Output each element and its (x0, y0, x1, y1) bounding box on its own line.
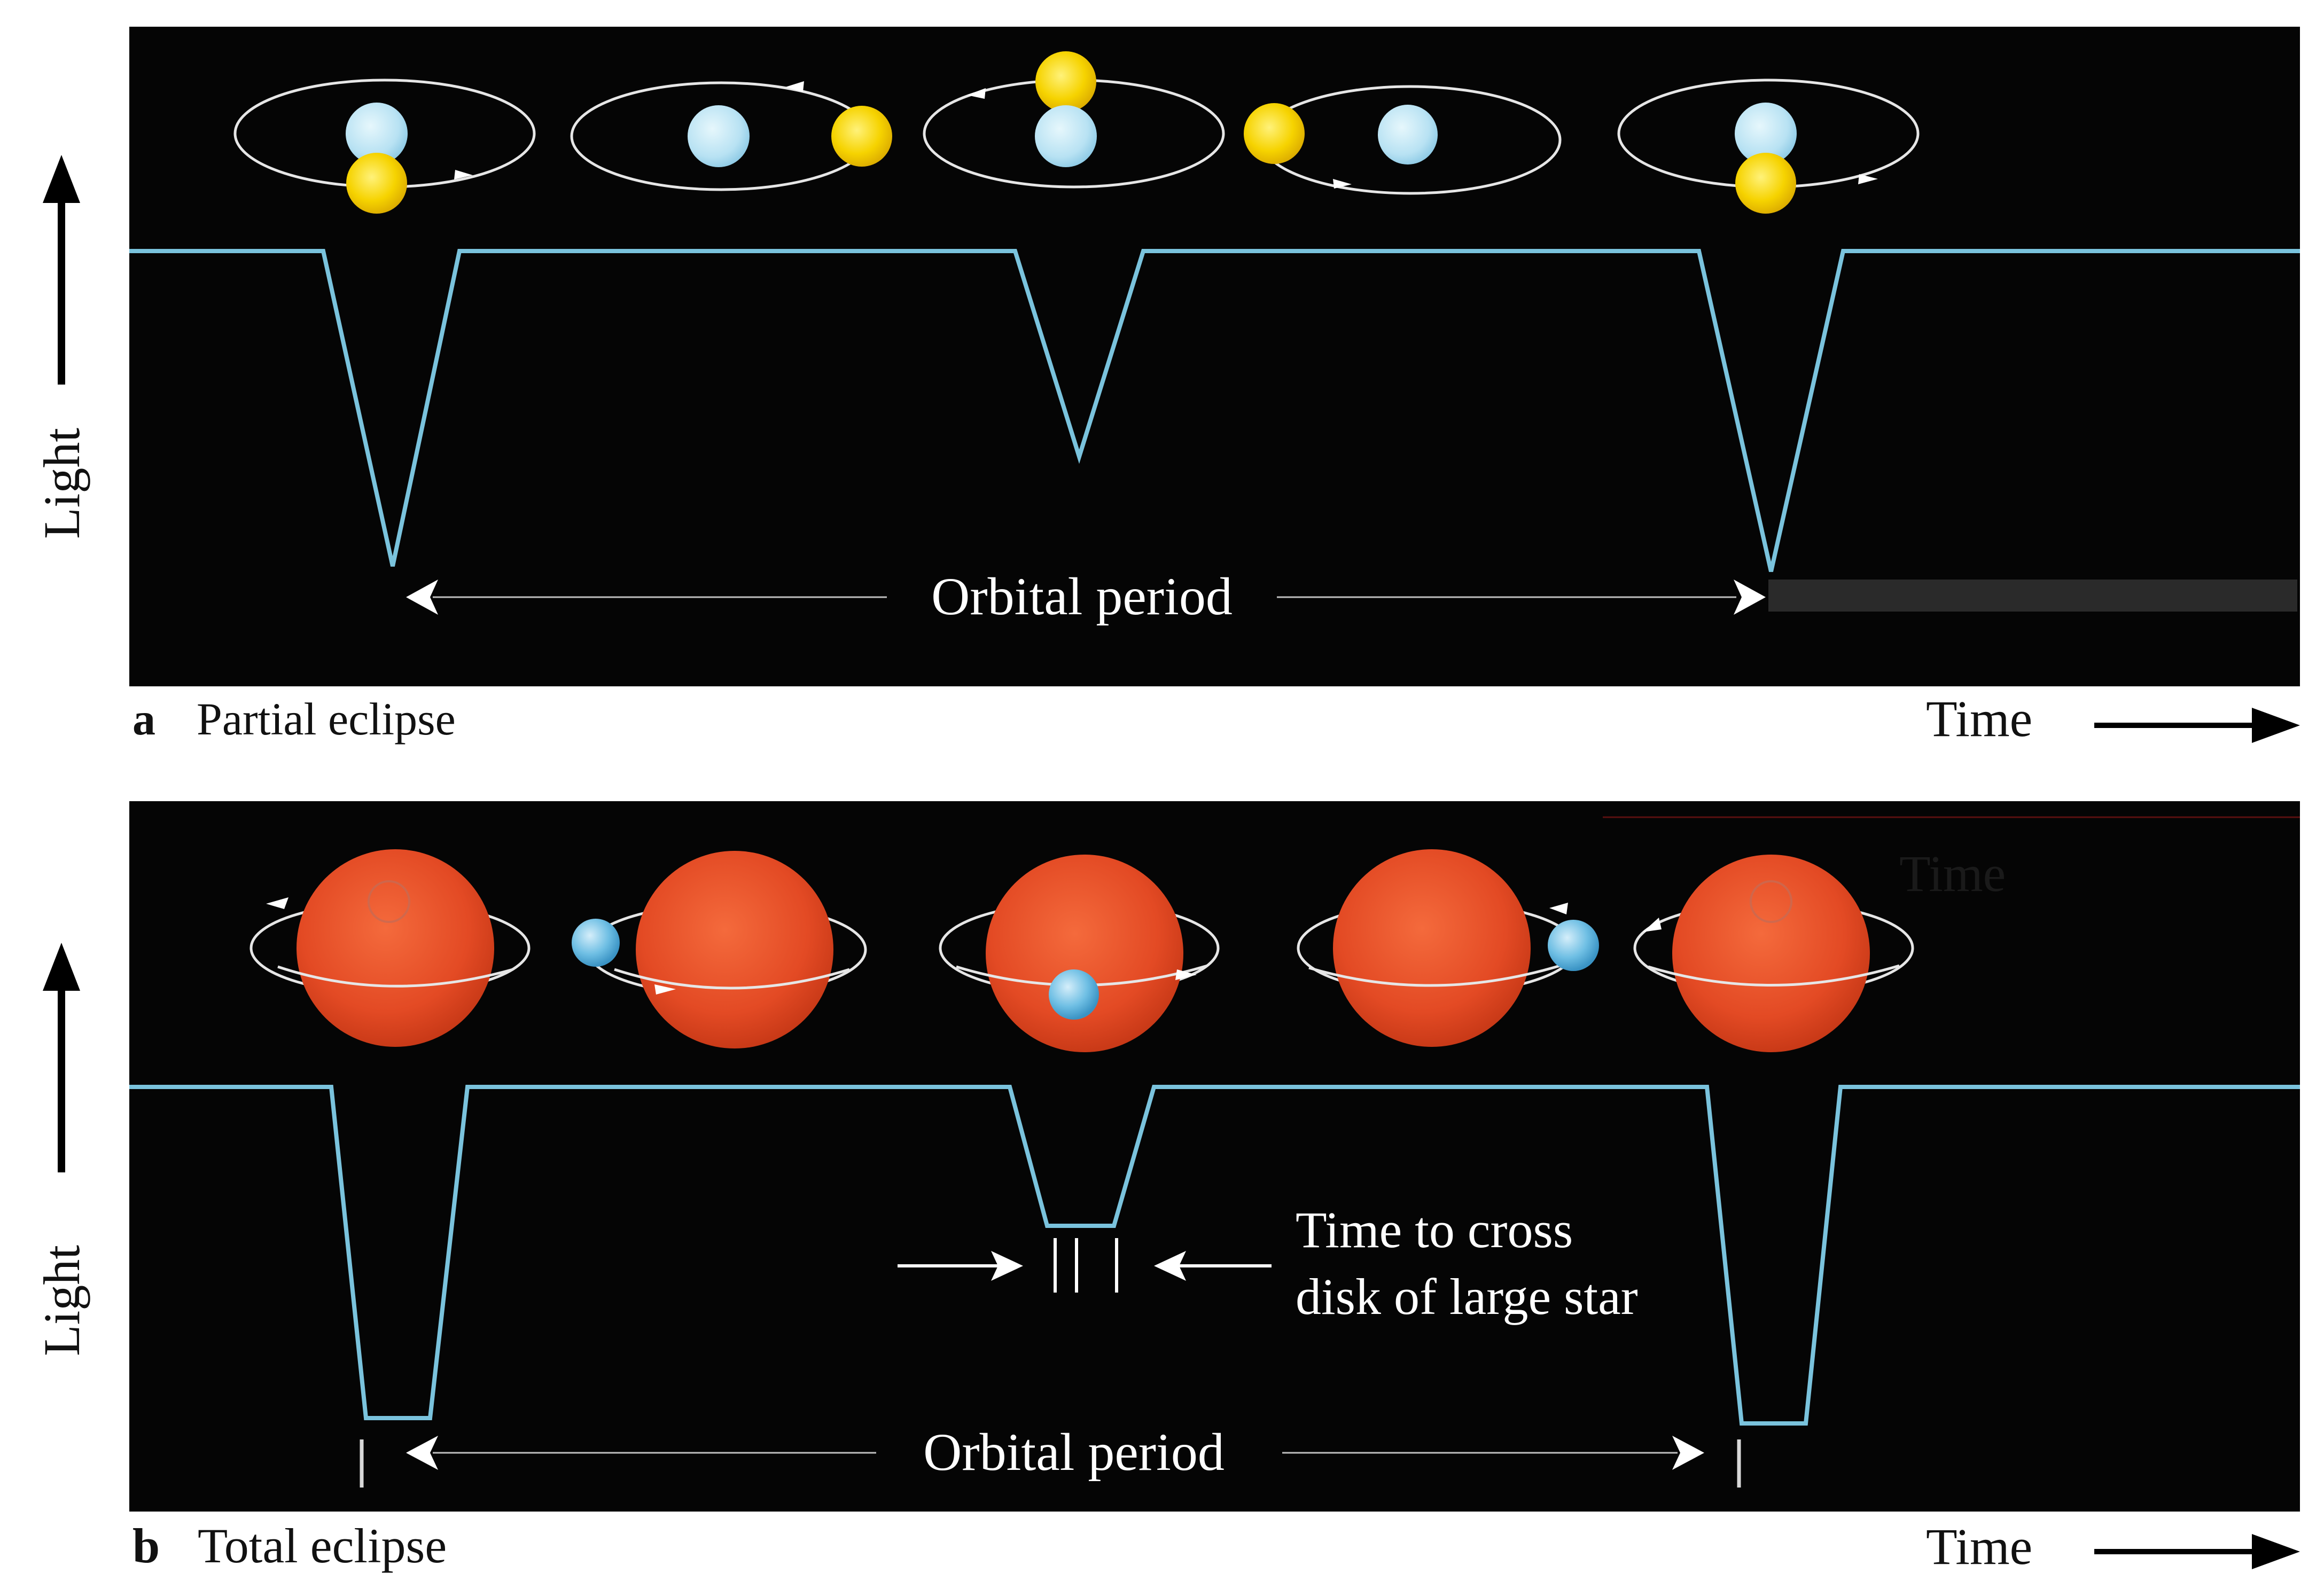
blue-star (346, 103, 408, 165)
panel-a-period-label: Orbital period (931, 567, 1233, 626)
panel-b-cross-marker: Time to cross disk of large star (898, 1201, 1638, 1325)
right-arrowhead-icon (1734, 580, 1766, 615)
blue-star (1378, 105, 1438, 165)
blue-star (688, 105, 750, 167)
small-blue-star-behind (368, 880, 410, 923)
right-arrow-icon (2252, 708, 2300, 743)
panel-a-background (129, 27, 2300, 686)
blue-star (1735, 103, 1797, 165)
red-giant-star (636, 851, 833, 1048)
panel-a-y-axis: Light (33, 155, 90, 539)
red-giant-star (1672, 855, 1870, 1052)
panel-a-orbit-3 (923, 51, 1225, 189)
yellow-star (831, 106, 892, 167)
panel-b-faint-label: Time (1899, 845, 2006, 902)
blue-star (1035, 105, 1097, 167)
panel-b-period-arrow: Orbital period (360, 1422, 1741, 1488)
panel-b-light-curve (129, 1085, 2300, 1426)
panel-b-background (129, 801, 2300, 1512)
right-arrow-icon (2252, 1534, 2300, 1569)
panel-b: Time Light (33, 801, 2300, 1575)
panel-a-x-label: Time (1926, 690, 2032, 747)
panel-a: Light (33, 27, 2300, 747)
panel-b-orbit-4 (1297, 849, 1599, 1047)
panel-b-orbit-1 (249, 849, 531, 1047)
red-giant-star (1333, 849, 1531, 1047)
panel-b-y-axis: Light (33, 943, 90, 1356)
panel-b-orbit-2 (572, 851, 867, 1048)
panel-b-caption: Total eclipse (198, 1518, 447, 1573)
small-blue-star (1049, 969, 1099, 1020)
yellow-star (1244, 103, 1305, 164)
panel-a-light-curve (129, 249, 2300, 572)
panel-b-caption-letter: b (132, 1518, 160, 1573)
up-arrow-icon (43, 943, 80, 991)
left-arrowhead-icon (406, 580, 438, 615)
panel-a-y-label: Light (33, 428, 90, 539)
panel-a-caption-letter: a (132, 693, 155, 745)
right-arrowhead-icon (1672, 1436, 1704, 1470)
up-arrow-icon (43, 155, 80, 203)
left-arrowhead-icon (406, 1436, 438, 1470)
yellow-star (1735, 153, 1796, 214)
panel-a-x-arrow (2094, 708, 2300, 743)
right-arrowhead-icon (991, 1251, 1023, 1281)
small-blue-star (572, 919, 620, 967)
panel-b-cross-label-line1: Time to cross (1296, 1201, 1573, 1258)
yellow-star (346, 153, 407, 214)
panel-a-period-arrow: Orbital period (406, 567, 2297, 626)
panel-b-orbit-3 (939, 855, 1220, 1052)
left-arrowhead-icon (1154, 1251, 1186, 1281)
small-blue-star-behind (1750, 880, 1792, 923)
panel-b-x-label: Time (1926, 1518, 2032, 1575)
red-giant-star (986, 855, 1183, 1052)
panel-a-orbit-5 (1617, 79, 1920, 214)
panel-b-orbit-5 (1633, 855, 1914, 1052)
panel-b-cross-label-line2: disk of large star (1296, 1268, 1638, 1325)
panel-a-orbit-2 (570, 81, 892, 191)
panel-a-caption: Partial eclipse (197, 693, 456, 745)
panel-a-orbit-1 (233, 79, 536, 214)
small-blue-star (1548, 920, 1599, 971)
panel-a-orbit-4 (1244, 85, 1562, 195)
panel-b-y-label: Light (33, 1245, 90, 1356)
panel-b-period-label: Orbital period (923, 1422, 1225, 1482)
red-giant-star (297, 849, 494, 1047)
yellow-star (1035, 51, 1096, 112)
panel-b-x-arrow (2094, 1534, 2300, 1569)
